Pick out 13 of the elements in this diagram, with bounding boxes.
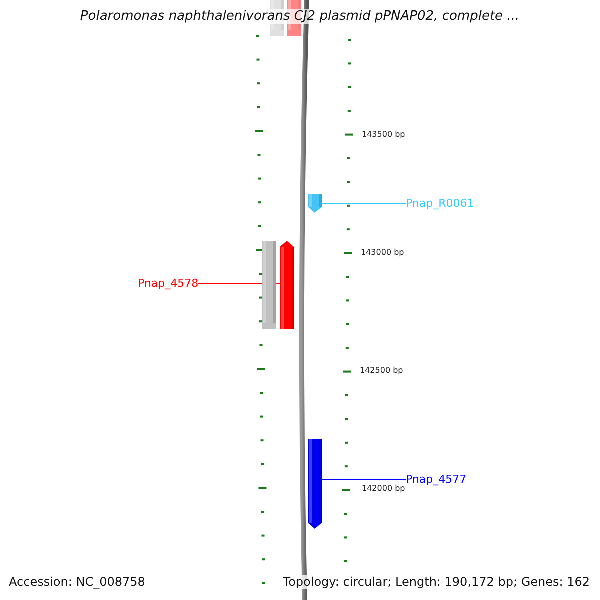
info-text: Accession: NC_008758 (9, 575, 146, 589)
gene-bar (308, 439, 322, 529)
gene-bar (308, 194, 322, 213)
gene-label: Pnap_R0061 (406, 197, 476, 211)
scale-label: 143000 bp (361, 248, 404, 257)
info-text: Topology: circular; Length: 190,172 bp; Genes: 162 (283, 575, 590, 589)
scale-label: 142500 bp (360, 366, 404, 375)
scale-label: 142000 bp (362, 484, 406, 493)
gene-bar (262, 241, 276, 329)
gene-label: Pnap_4578 (138, 277, 198, 291)
scale-label: 143500 bp (362, 130, 406, 139)
gene-label: Pnap_4577 (406, 473, 468, 487)
gene-bar (280, 241, 294, 329)
